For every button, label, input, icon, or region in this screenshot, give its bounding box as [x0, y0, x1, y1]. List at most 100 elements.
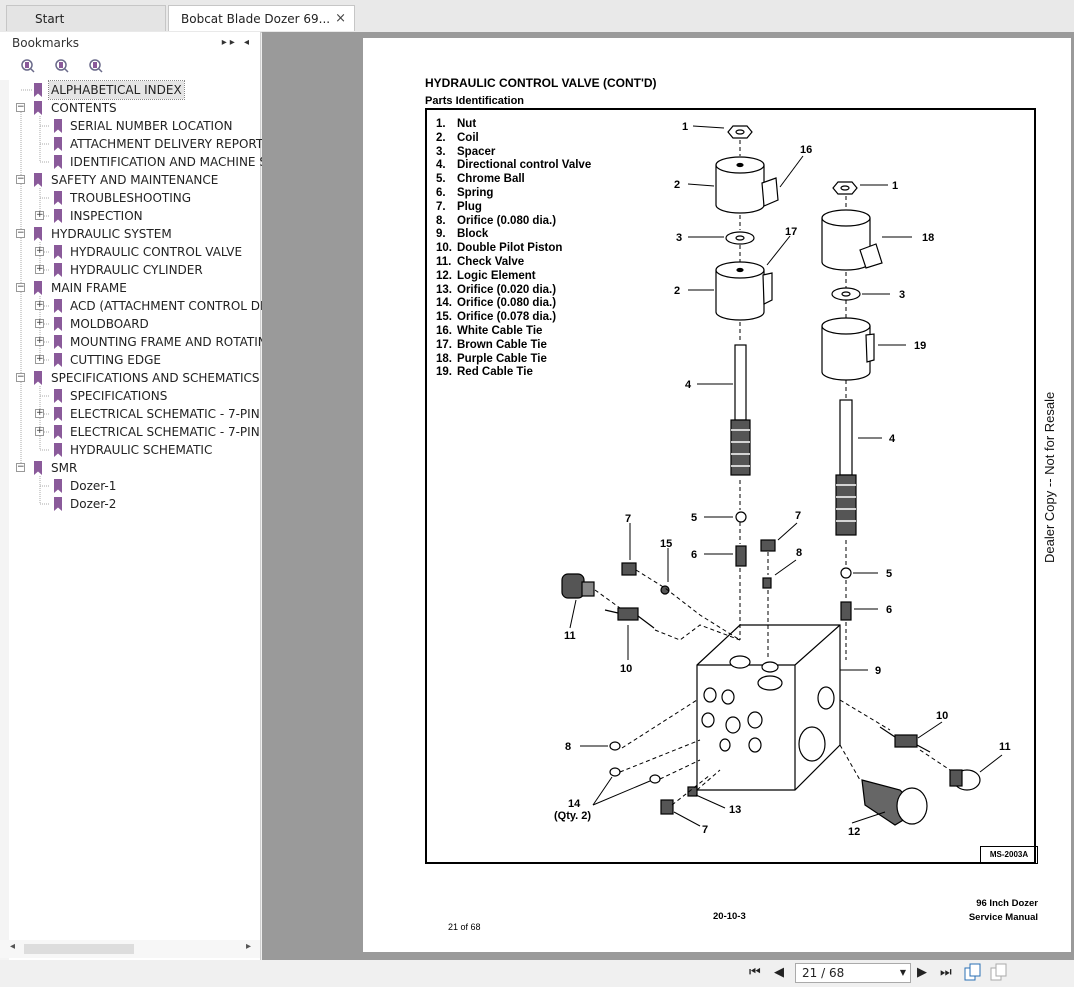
bookmark-mounting-frame[interactable]: + MOUNTING FRAME AND ROTATIN [0, 333, 267, 351]
callout-label: 2 [674, 285, 680, 297]
bookmark-icon [54, 119, 62, 133]
page-number-value: 21 / 68 [802, 966, 845, 980]
bookmark-hydraulic-schematic[interactable]: HYDRAULIC SCHEMATIC [0, 441, 260, 459]
bookmark-expand-icon[interactable] [54, 58, 70, 74]
bookmark-smr[interactable]: − SMR [0, 459, 260, 477]
next-page-icon[interactable]: ▶ [917, 965, 927, 980]
part-row: 4.Directional control Valve [436, 159, 592, 172]
plug-part [621, 562, 637, 576]
scroll-thumb[interactable] [24, 944, 134, 954]
bookmark-safety-and-maintenance[interactable]: − SAFETY AND MAINTENANCE [0, 171, 260, 189]
continuous-view-icon[interactable] [990, 963, 1008, 985]
bookmark-dozer-1[interactable]: Dozer-1 [0, 477, 260, 495]
expand-icon[interactable]: + [35, 264, 44, 274]
expand-icon[interactable]: + [35, 300, 44, 310]
bookmark-collapse-icon[interactable] [88, 58, 104, 74]
bookmark-contents[interactable]: − CONTENTS [0, 99, 260, 117]
expand-icon[interactable]: + [35, 210, 44, 220]
single-page-view-icon[interactable] [964, 963, 982, 985]
collapse-icon[interactable]: − [16, 228, 25, 238]
expand-icon[interactable]: + [35, 336, 44, 346]
bookmark-identification[interactable]: IDENTIFICATION AND MACHINE S [0, 153, 267, 171]
bookmark-dozer-2[interactable]: Dozer-2 [0, 495, 260, 513]
bookmark-icon [54, 389, 62, 403]
bookmark-icon [54, 299, 62, 313]
bookmark-electrical-schematic-2[interactable]: + ELECTRICAL SCHEMATIC - 7-PIN C [0, 423, 272, 441]
collapse-icon[interactable]: − [16, 372, 25, 382]
part-row: 16.White Cable Tie [436, 324, 543, 337]
expand-icon[interactable]: + [35, 426, 44, 436]
page-title: HYDRAULIC CONTROL VALVE (CONT'D) [425, 76, 657, 90]
bookmark-electrical-schematic-1[interactable]: + ELECTRICAL SCHEMATIC - 7-PIN C [0, 405, 272, 423]
bookmark-cutting-edge[interactable]: + CUTTING EDGE [0, 351, 260, 369]
orifice-part [687, 786, 698, 797]
watermark-text: Dealer Copy -- Not for Resale [1042, 391, 1057, 563]
bookmark-specifications-and-schematics[interactable]: − SPECIFICATIONS AND SCHEMATICS [0, 369, 260, 387]
footer-page-code: 20-10-3 [713, 911, 746, 922]
bookmark-label: SMR [51, 461, 78, 475]
panel-collapse-icon[interactable]: ▸▸ ◂ [221, 37, 252, 48]
collapse-icon[interactable]: − [16, 174, 25, 184]
callout-label: 5 [691, 512, 697, 524]
bookmark-hydraulic-cylinder[interactable]: + HYDRAULIC CYLINDER [0, 261, 260, 279]
bookmark-attachment-delivery-report[interactable]: ATTACHMENT DELIVERY REPORT [0, 135, 263, 153]
double-pilot-piston [617, 607, 639, 621]
callout-label: 7 [625, 513, 631, 525]
part-row: 13.Orifice (0.020 dia.) [436, 283, 557, 296]
callout-label: 9 [875, 665, 881, 677]
bookmark-alphabetical-index[interactable]: ALPHABETICAL INDEX [0, 80, 260, 100]
expand-icon[interactable]: + [35, 408, 44, 418]
last-page-icon[interactable]: ⏭ [940, 965, 952, 980]
bookmark-label: ALPHABETICAL INDEX [48, 80, 185, 100]
bookmark-serial-number-location[interactable]: SERIAL NUMBER LOCATION [0, 117, 260, 135]
chevron-down-icon[interactable]: ▼ [899, 968, 906, 977]
plug-part [660, 799, 674, 815]
check-valve [561, 573, 585, 599]
bookmark-hydraulic-system[interactable]: − HYDRAULIC SYSTEM [0, 225, 260, 243]
collapse-icon[interactable]: − [16, 462, 25, 472]
bookmark-hydraulic-control-valve[interactable]: + HYDRAULIC CONTROL VALVE [0, 243, 260, 261]
tab-document[interactable]: Bobcat Blade Dozer 69... × [168, 5, 355, 31]
scroll-left-icon[interactable]: ◂ [10, 941, 16, 952]
bookmark-add-icon[interactable] [20, 58, 36, 74]
callout-label: 8 [565, 741, 571, 753]
bookmark-specifications[interactable]: SPECIFICATIONS [0, 387, 260, 405]
tab-start[interactable]: Start [6, 5, 166, 31]
page-subtitle: Parts Identification [425, 95, 525, 107]
coil-part [715, 165, 765, 214]
callout-label: 3 [899, 289, 905, 301]
part-row: 17.Brown Cable Tie [436, 338, 547, 351]
expand-icon[interactable]: + [35, 354, 44, 364]
page-number-input[interactable]: 21 / 68 ▼ [795, 963, 911, 983]
figure-id: MS-2003A [980, 846, 1038, 864]
callout-label: 10 [620, 663, 632, 675]
bookmark-acd[interactable]: + ACD (ATTACHMENT CONTROL DE [0, 297, 268, 315]
bookmark-main-frame[interactable]: − MAIN FRAME [0, 279, 260, 297]
prev-page-icon[interactable]: ◀ [774, 965, 784, 980]
bookmark-label: TROUBLESHOOTING [70, 191, 192, 205]
bookmark-icon [34, 83, 42, 97]
bookmark-troubleshooting[interactable]: TROUBLESHOOTING [0, 189, 260, 207]
bookmark-icon [34, 227, 42, 241]
close-icon[interactable]: × [335, 11, 346, 26]
scroll-right-icon[interactable]: ▸ [246, 941, 252, 952]
collapse-icon[interactable]: − [16, 282, 25, 292]
part-row: 18.Purple Cable Tie [436, 352, 547, 365]
part-row: 6.Spring [436, 186, 494, 199]
expand-icon[interactable]: + [35, 318, 44, 328]
callout-label: 11 [999, 741, 1011, 753]
bookmark-inspection[interactable]: + INSPECTION [0, 207, 260, 225]
part-row: 8.Orifice (0.080 dia.) [436, 214, 557, 227]
first-page-icon[interactable]: ⏮ [749, 965, 761, 980]
bookmark-label: MAIN FRAME [51, 281, 127, 295]
bookmark-icon [54, 155, 62, 169]
callout-label: 18 [922, 232, 934, 244]
coil-part [715, 270, 765, 321]
expand-icon[interactable]: + [35, 246, 44, 256]
bookmark-moldboard[interactable]: + MOLDBOARD [0, 315, 260, 333]
bookmark-label: Dozer-1 [70, 479, 117, 493]
bookmarks-hscrollbar[interactable]: ◂ ▸ [0, 940, 260, 958]
callout-label: 17 [785, 226, 797, 238]
collapse-icon[interactable]: − [16, 102, 25, 112]
